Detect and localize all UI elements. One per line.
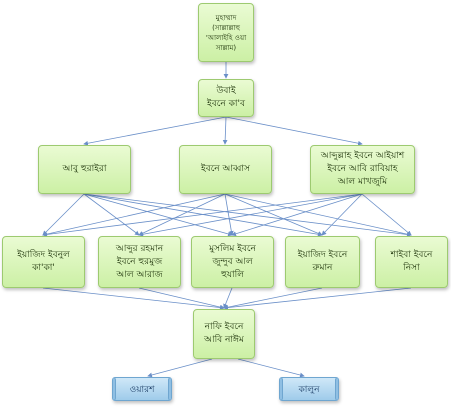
edge-l2-2-l3-1 [138,193,363,237]
edge-nafi-warsh [147,358,213,378]
node-label: ওয়ারশ [129,384,155,395]
node-ibn-abbas: ইবনে আব্বাস [179,145,272,194]
node-label: উবাই ইবনে কা'ব [207,86,245,109]
edge-l2-0-l3-4 [83,193,412,237]
node-label: শাইবা ইবনে নিসা [390,250,433,273]
node-abdullah-ibn-ayyash: আব্দুল্লাহ ইবনে আইয়াশ ইবনে আবি রাবিয়াহ… [310,145,415,194]
edge-ubai-l2-2 [225,116,363,146]
node-yazid-ibn-qaqa: ইয়াজিদ ইবনুল কা'কা' [2,236,85,288]
node-label: আব্দুল্লাহ ইবনে আইয়াশ ইবনে আবি রাবিয়াহ… [320,151,405,187]
node-abu-hurayra: আবু হুরাইরা [38,145,131,194]
node-label: ইয়াজিদ ইবনুল কা'কা' [17,250,70,273]
connector-lines [42,62,412,378]
edge-l2-1-l3-4 [224,193,412,237]
edge-l2-2-l3-3 [321,193,363,236]
edge-l3-1-nafi [138,287,225,310]
edge-l3-4-nafi [223,287,412,310]
edge-l2-1-l3-1 [138,193,226,236]
node-label: মুসলিম ইবনে জুন্দুব আল হুযালি [209,243,256,280]
node-label: নাফি ইবনে আবি নাঈম [204,322,244,345]
node-label: আবু হুরাইরা [62,164,107,174]
node-qalun: কালুন [279,377,339,401]
edge-l2-1-l3-3 [224,193,323,236]
edge-l2-0-l3-1 [83,193,140,236]
node-label: ইবনে আব্বাস [201,164,250,174]
node-abdur-rahman-araj: আব্দুর রহমান ইবনে হুরমুজ আল আরাজ [98,236,181,288]
node-shayba-ibn-nisa: শাইবা ইবনে নিসা [375,236,448,288]
node-warsh: ওয়ারশ [112,377,172,401]
node-ubai-ibn-kaab: উবাই ইবনে কা'ব [198,79,254,117]
edge-l2-2-l3-0 [42,193,363,237]
node-muhammad: মুহাম্মাদ (সাল্লাল্লাহু 'আলাইহি ওয়া সাল… [198,3,254,62]
edge-l2-0-l3-0 [42,193,85,236]
edge-l2-2-l3-4 [361,193,412,236]
node-label: মুহাম্মাদ (সাল্লাল্লাহু 'আলাইহি ওয়া সাল… [205,13,247,52]
node-nafi-ibn-abi-nuaym: নাফি ইবনে আবি নাঈম [193,309,255,359]
node-label: আব্দুর রহমান ইবনে হুরমুজ আল আরাজ [115,243,164,280]
edge-ubai-l2-1 [222,116,228,145]
edge-l3-3-nafi [223,287,323,310]
edge-l2-0-l3-2 [83,193,233,237]
edge-l3-0-nafi [42,287,225,310]
edge-l2-2-l3-2 [231,193,363,237]
node-label: ইয়াজিদ ইবনে রুমান [297,250,348,273]
edge-nafi-qalun [237,358,305,378]
node-muslim-ibn-jundub: মুসলিম ইবনে জুন্দুব আল হুযালি [191,236,274,288]
node-yazid-ibn-ruman: ইয়াজিদ ইবনে রুমান [285,236,360,288]
edge-l2-1-l3-0 [42,193,226,237]
node-label: কালুন [298,384,320,395]
edge-ubai-l2-0 [83,116,227,146]
edge-l2-1-l3-2 [224,193,234,236]
edge-l3-2-nafi [223,287,233,309]
